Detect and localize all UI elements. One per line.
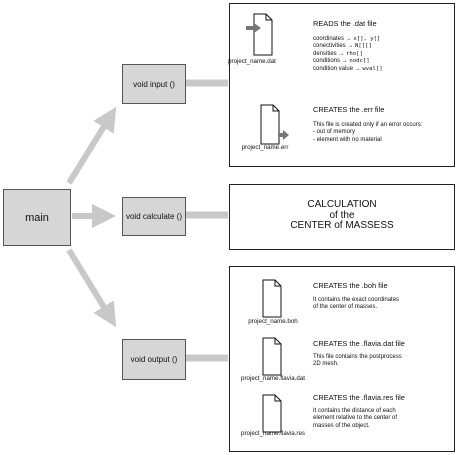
read-row: conditions → nodc[] <box>313 58 370 65</box>
output-function-label: void output () <box>130 355 178 364</box>
flavia-dat-heading: CREATES the .flavia.dat file <box>313 339 405 348</box>
flavia-dat-line: This file contains the postprocess <box>313 354 402 360</box>
flavia-res-description: It contains the distance of each element… <box>313 408 397 430</box>
boh-file-name: project_name.boh <box>248 318 298 325</box>
dat-file-name: project_name.dat <box>228 58 276 65</box>
calc-line: of the <box>329 209 355 221</box>
flavia-dat-file-icon <box>262 337 282 376</box>
flavia-dat-file-name: project_name.flavia.dat <box>241 375 305 382</box>
output-function-box: void output () <box>122 339 186 380</box>
read-rows: coordinates → x[], y[] conectivities → N… <box>313 36 383 73</box>
read-heading: READS the .dat file <box>313 19 377 28</box>
flavia-res-line: It contains the distance of each <box>313 408 396 414</box>
arrow-main-to-output <box>66 248 117 328</box>
boh-line: It contains the exact coordinates <box>313 297 400 303</box>
err-heading: CREATES the .err file <box>313 105 385 114</box>
flavia-dat-description: This file contains the postprocess 2D me… <box>313 354 402 369</box>
output-panel: project_name.boh CREATES the .boh file I… <box>229 266 455 452</box>
err-line: - out of memory <box>313 129 356 136</box>
err-file-icon <box>260 104 289 145</box>
input-panel: project_name.dat READS the .dat file coo… <box>228 3 455 167</box>
main-box: main <box>3 189 71 246</box>
read-row: conectivities → N[][] <box>313 43 372 50</box>
flavia-res-line: element relative to the center of <box>313 415 398 422</box>
calc-line: CENTER of MASSESS <box>290 220 394 231</box>
read-row: condition value → wval[] <box>313 65 383 72</box>
flavia-res-line: masses of the object. <box>313 422 370 429</box>
calculate-function-label: void calculate () <box>125 212 183 221</box>
input-function-label: void input () <box>133 79 175 89</box>
dat-file-icon <box>246 13 273 56</box>
calculation-panel: CALCULATION of the CENTER of MASSESS <box>229 184 455 250</box>
err-line: - element with no material <box>313 136 382 143</box>
boh-heading: CREATES the .boh file <box>313 281 388 290</box>
boh-file-icon <box>262 279 282 318</box>
flavia-res-file-name: project_name.flavia.res <box>241 430 305 437</box>
flavia-dat-line: 2D mesh. <box>313 361 339 368</box>
flavia-res-file-icon <box>262 394 282 433</box>
flavia-res-heading: CREATES the .flavia.res file <box>313 393 405 402</box>
err-file-name: project_name.err <box>241 144 289 151</box>
arrow-main-to-input <box>66 106 117 185</box>
boh-description: It contains the exact coordinates of the… <box>313 297 399 312</box>
err-line: This file is created only if an error oc… <box>313 122 423 128</box>
input-function-box: void input () <box>122 64 186 104</box>
read-row: coordinates → x[], y[] <box>313 36 381 42</box>
calculate-function-box: void calculate () <box>122 197 186 236</box>
boh-line: of the center of masses. <box>313 304 378 311</box>
read-row: densities → rho[] <box>313 50 363 57</box>
calc-line: CALCULATION <box>307 199 377 210</box>
err-description: This file is created only if an error oc… <box>313 122 422 144</box>
main-box-label: main <box>25 211 49 224</box>
